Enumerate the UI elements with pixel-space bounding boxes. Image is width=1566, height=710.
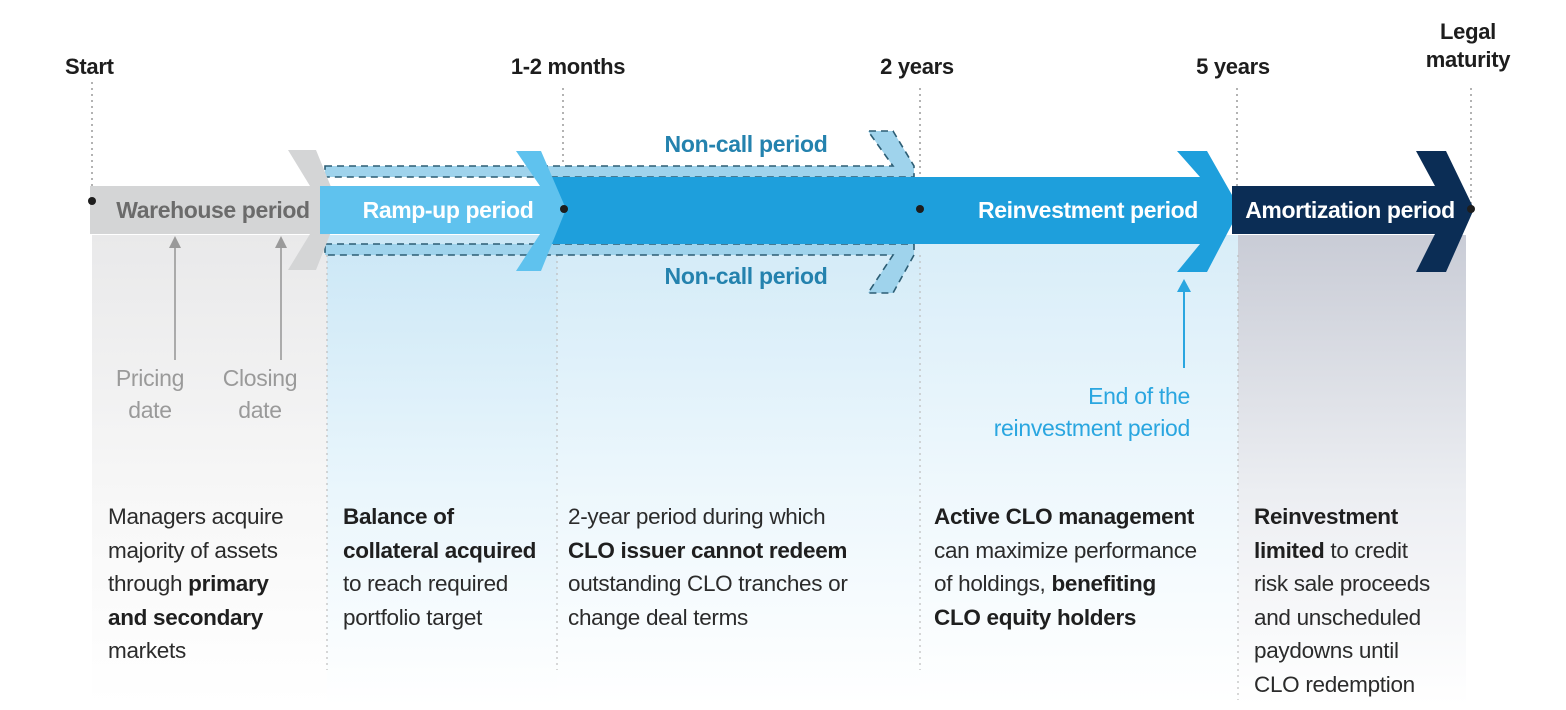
- warehouse-label: Warehouse period: [116, 197, 309, 223]
- end-reinvestment-line-2: reinvestment period: [993, 415, 1191, 441]
- amortization-arrow: [1232, 151, 1474, 272]
- reinvestment-desc-line-2: can maximize performance: [934, 537, 1197, 563]
- amortization-desc-line-1: Reinvestment: [1254, 500, 1430, 534]
- closing-line-1: Closing: [222, 365, 298, 391]
- amortization-desc-2a: limited: [1254, 537, 1325, 563]
- amortization-desc-line-3: risk sale proceeds: [1254, 571, 1430, 596]
- milestone-1-2-months: 1-2 months: [510, 54, 626, 79]
- reinvestment-desc-line-3: of holdings, benefiting: [934, 567, 1197, 601]
- rampup-desc-line-1: Balance of: [343, 500, 536, 534]
- pricing-date-annotation: Pricing date: [100, 362, 200, 426]
- closing-arrowhead-icon: [275, 236, 287, 248]
- rampup-band: [327, 235, 557, 705]
- warehouse-desc-line-5: markets: [108, 638, 186, 663]
- legal-dot: [1467, 205, 1475, 213]
- noncall-desc-line-1: 2-year period during which: [568, 504, 826, 529]
- reinvestment-desc-3b: benefiting: [1051, 571, 1156, 596]
- noncall-desc-line-4: change deal terms: [568, 604, 749, 630]
- noncall-desc-line-3: outstanding CLO tranches or: [568, 571, 848, 596]
- warehouse-description: Managers acquire majority of assets thro…: [108, 500, 284, 668]
- noncall-description: 2-year period during which CLO issuer ca…: [568, 500, 848, 634]
- rampup-label: Ramp-up period: [363, 197, 534, 223]
- warehouse-desc-line-4: and secondary: [108, 601, 283, 635]
- rampup-desc-line-3: to reach required: [343, 571, 509, 596]
- reinvestment-desc-line-4: CLO equity holders: [934, 601, 1197, 635]
- amortization-desc-line-4: and unscheduled: [1254, 604, 1421, 630]
- reinvestment-desc-3a: of holdings,: [934, 571, 1052, 596]
- reinvestment-label: Reinvestment period: [978, 197, 1198, 223]
- closing-line-2: date: [238, 397, 282, 423]
- noncall-bottom-arrow: [324, 243, 915, 294]
- noncall-top-label: Non-call period: [665, 131, 828, 157]
- rampup-description: Balance of collateral acquired to reach …: [343, 500, 536, 634]
- warehouse-desc-4-bold: and secondary: [108, 604, 263, 630]
- legal-line-1: Legal: [1440, 19, 1496, 44]
- reinvestment-arrow: [545, 151, 1240, 272]
- reinvestment-band: [920, 235, 1238, 705]
- amortization-band: [1238, 235, 1466, 705]
- warehouse-desc-line-2: majority of assets: [108, 537, 278, 563]
- legal-line-2: maturity: [1425, 47, 1511, 72]
- amortization-description: Reinvestment limited to credit risk sale…: [1254, 500, 1430, 701]
- end-reinvestment-line-1: End of the: [1088, 383, 1190, 409]
- pricing-line-2: date: [128, 397, 172, 423]
- rampup-desc-line-2: collateral acquired: [343, 534, 536, 568]
- end-reinvestment-annotation: End of the reinvestment period: [940, 380, 1191, 444]
- noncall-desc-2-bold: CLO issuer cannot redeem: [568, 537, 848, 563]
- rampup-desc-1-bold: Balance of: [343, 504, 454, 529]
- pricing-line-1: Pricing: [115, 365, 185, 391]
- warehouse-desc-line-3: through primary: [108, 567, 283, 601]
- noncall-band: [557, 235, 920, 705]
- warehouse-desc-3a: through: [108, 571, 189, 596]
- rampup-arrow: [320, 151, 566, 271]
- milestone-start: Start: [65, 54, 114, 79]
- start-dot: [88, 197, 96, 205]
- rampup-desc-line-4: portfolio target: [343, 604, 483, 630]
- milestone-5-years: 5 years: [1196, 54, 1270, 79]
- milestone-2-years: 2 years: [880, 54, 954, 79]
- amortization-desc-line-2: limited to credit: [1254, 534, 1430, 568]
- amortization-label: Amortization period: [1245, 197, 1455, 223]
- warehouse-desc-line-1: Managers acquire: [108, 504, 284, 529]
- noncall-top-arrow: [324, 130, 915, 178]
- y2-dot: [916, 205, 924, 213]
- reinvestment-desc-4-bold: CLO equity holders: [934, 604, 1137, 630]
- noncall-desc-line-2: CLO issuer cannot redeem: [568, 534, 848, 568]
- amortization-desc-1-bold: Reinvestment: [1254, 504, 1398, 529]
- amortization-desc-line-5: paydowns until: [1254, 638, 1399, 663]
- pricing-arrowhead-icon: [169, 236, 181, 248]
- amortization-desc-2b: to credit: [1324, 537, 1408, 563]
- noncall-bottom-label: Non-call period: [665, 263, 828, 289]
- milestone-legal-maturity: Legal maturity: [1425, 18, 1511, 74]
- warehouse-band: [92, 235, 327, 705]
- reinvestment-description: Active CLO management can maximize perfo…: [934, 500, 1197, 634]
- reinvestment-desc-1-bold: Active CLO management: [934, 504, 1195, 529]
- reinvestment-desc-line-1: Active CLO management: [934, 500, 1197, 534]
- closing-date-annotation: Closing date: [208, 362, 312, 426]
- rampup-desc-2-bold: collateral acquired: [343, 537, 537, 563]
- warehouse-desc-3b: primary: [188, 571, 269, 596]
- m1-dot: [560, 205, 568, 213]
- amortization-desc-line-6: CLO redemption: [1254, 671, 1415, 697]
- end-reinvestment-arrowhead-icon: [1177, 279, 1191, 292]
- warehouse-arrow: [90, 150, 340, 270]
